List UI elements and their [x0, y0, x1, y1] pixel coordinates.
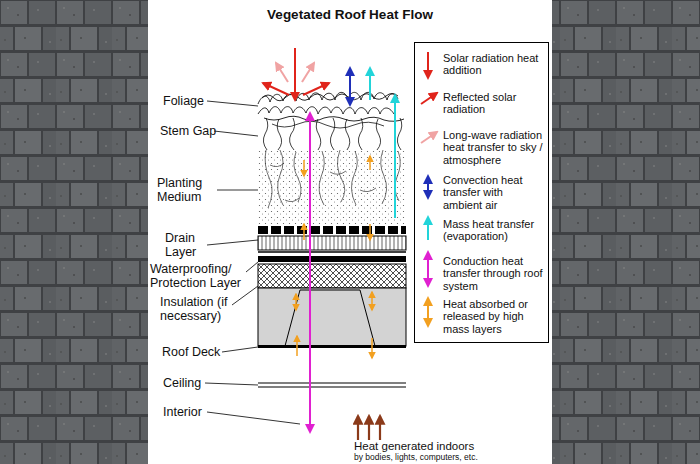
legend-text: Conduction heat transfer through roof sy… [443, 255, 545, 292]
layer-label: Waterproofing/ Protection Layer [150, 262, 258, 290]
drain-layer [258, 230, 406, 252]
protection-layer [258, 264, 406, 288]
legend-text: Convection heat transfer with ambient ai… [443, 174, 545, 211]
insulation-layer [258, 288, 406, 346]
roof-deck-line [258, 345, 406, 348]
ceiling-lines [258, 383, 406, 387]
layer-label: Stem Gap [160, 124, 216, 138]
planting-medium-layer [258, 150, 406, 225]
indoor-heat-note: Heat generated indoors [354, 440, 474, 453]
legend-samples [421, 52, 437, 326]
white-panel [148, 0, 552, 464]
deck-profile [285, 290, 375, 346]
indoor-heat-note: by bodies, lights, computers, etc. [354, 453, 478, 463]
legend-text: Mass heat transfer (evaporation) [443, 218, 545, 243]
foliage-layer [258, 92, 404, 121]
layer-label: Planting Medium [157, 176, 219, 204]
layer-label: Ceiling [163, 376, 201, 390]
waterproofing-layer [258, 256, 406, 262]
layer-label: Foliage [163, 94, 204, 108]
layer-label: Interior [163, 405, 202, 419]
legend-box [415, 43, 549, 343]
layer-label: Roof Deck [162, 345, 220, 359]
layer-label: Drain Layer [165, 231, 213, 259]
legend-text: Long-wave radiation heat transfer to sky… [443, 129, 545, 166]
legend-text: Reflected solar radiation [443, 91, 545, 116]
diagram-title: Vegetated Roof Heat Flow [148, 7, 552, 22]
legend-text: Heat absorbed or released by high mass l… [443, 298, 545, 335]
stem-gap-layer [263, 118, 401, 150]
heat-flow-arrows [263, 48, 395, 440]
layer-label: Insulation (if necessary) [160, 295, 245, 323]
legend-text: Solar radiation heat addition [443, 52, 545, 77]
